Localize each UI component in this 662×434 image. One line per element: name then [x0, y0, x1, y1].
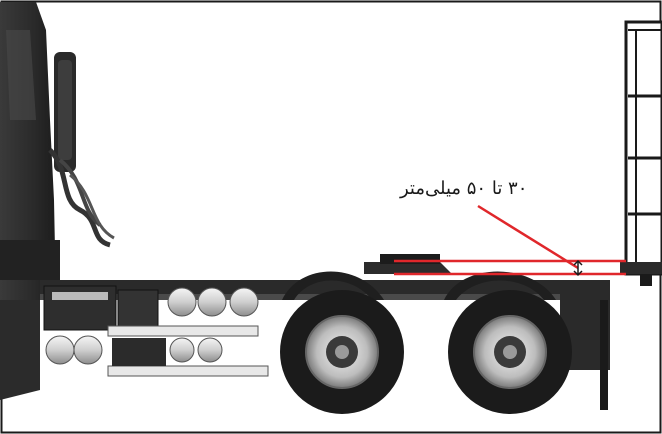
clearance-annotation-label: ۳۰ تا ۵۰ میلی‌متر [400, 178, 527, 199]
rear-wheel-front [280, 290, 404, 414]
clearance-marker [574, 261, 582, 275]
trailer [620, 22, 662, 286]
fifth-wheel [364, 254, 452, 274]
annotation-leader-line [478, 206, 578, 268]
rear-wheel-back [448, 290, 572, 414]
